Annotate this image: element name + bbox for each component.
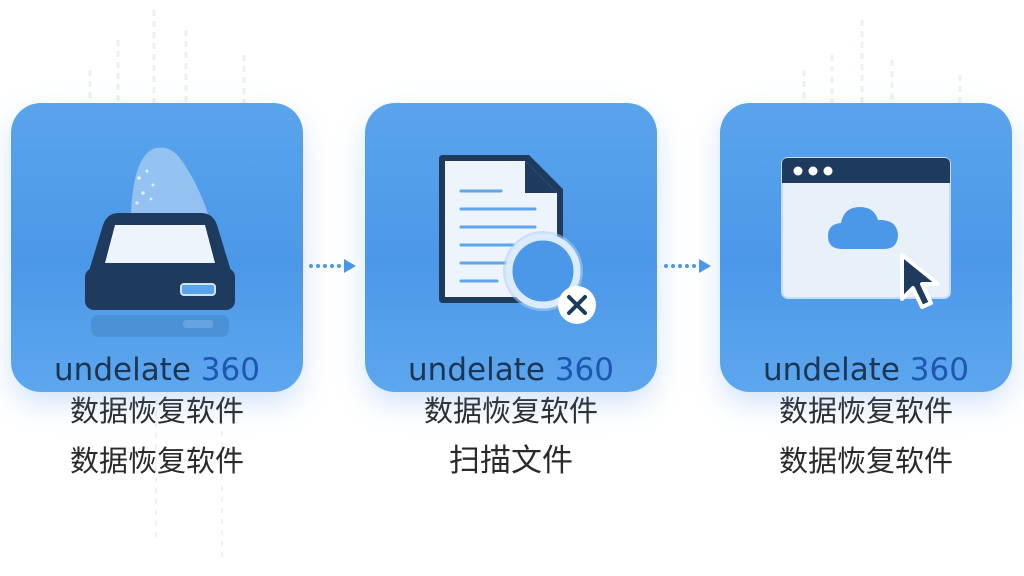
dotted-arrow-icon	[309, 259, 356, 273]
hard-drive-icon	[85, 147, 235, 337]
cloud-browser-icon	[781, 157, 951, 309]
brand-name: undelate 360	[365, 350, 657, 390]
step-subcaption: 数据恢复软件	[69, 444, 244, 478]
step-caption: 数据恢复软件	[69, 394, 244, 428]
brand-text: undelate	[763, 352, 900, 388]
brand-number: 360	[554, 352, 614, 388]
step-caption: 数据恢复软件	[423, 394, 598, 428]
step-subcaption: 扫描文件	[449, 443, 573, 479]
step-card: undelate 360	[365, 103, 657, 392]
step-card: undelate 360	[720, 103, 1012, 392]
dotted-arrow-icon	[664, 259, 711, 273]
step-scan-files: undelate 360 数据恢复软件 扫描文件	[365, 103, 657, 478]
step-subcaption: 数据恢复软件	[778, 444, 953, 478]
brand-name: undelate 360	[720, 350, 1012, 390]
file-scan-icon	[439, 155, 596, 324]
brand-number: 360	[909, 352, 969, 388]
brand-name: undelate 360	[11, 350, 303, 390]
brand-text: undelate	[54, 352, 191, 388]
step-caption: 数据恢复软件	[778, 394, 953, 428]
step-recover-drive: undelate 360 数据恢复软件 数据恢复软件	[11, 103, 303, 478]
step-restore-cloud: undelate 360 数据恢复软件 数据恢复软件	[720, 103, 1012, 478]
brand-number: 360	[200, 352, 260, 388]
brand-text: undelate	[408, 352, 545, 388]
step-card: undelate 360	[11, 103, 303, 392]
